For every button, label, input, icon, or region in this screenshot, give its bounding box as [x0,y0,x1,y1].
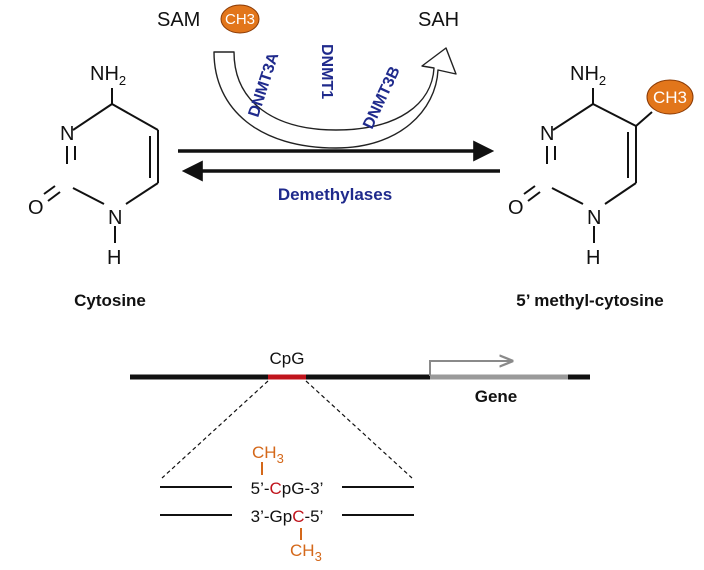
cytosine-n1: N [108,207,122,229]
cytosine-amino: NH2 [90,63,126,88]
demethylases-label: Demethylases [278,185,392,204]
bottom-methyl-label: CH3 [290,541,322,564]
cpg-dinucleotide: CH3 5’-CpG-3’ 3’-GpC-5’ CH3 [160,443,414,564]
methylcytosine-caption: 5’ methyl-cytosine [516,291,663,310]
methylcytosine-amino: NH2 [570,63,606,88]
cpg-label: CpG [270,349,305,368]
methylcytosine-oxygen: O [508,197,524,219]
sam-methyl-bubble [220,4,260,34]
top-strand-sequence: 5’-CpG-3’ [251,479,324,498]
enzyme-label-dnmt3a: DNMT3A [246,50,283,119]
sam-cofactor: SAM CH3 [157,4,260,34]
zoom-line-left [161,380,269,479]
cytosine-hydrogen: H [107,247,121,269]
gene-label: Gene [475,387,518,406]
methylcytosine-methyl-label: CH3 [653,88,687,107]
methylcytosine-structure [523,88,653,243]
cytosine-n3: N [60,123,74,145]
bottom-strand-sequence: 3’-GpC-5’ [251,507,324,526]
transcription-start-arrow [429,361,512,376]
top-methyl-label: CH3 [252,443,284,466]
sah-label: SAH [418,9,459,31]
methylcytosine-methyl-group: CH3 [646,79,694,115]
enzyme-label-dnmt1: DNMT1 [318,44,335,99]
methylcytosine-n3: N [540,123,554,145]
equilibrium-arrows [178,140,500,182]
gene-track [130,361,590,380]
cytosine-structure [43,88,159,243]
methylcytosine-hydrogen: H [586,247,600,269]
methylcytosine-n1: N [587,207,601,229]
sam-label: SAM [157,9,200,31]
methyl-transfer-arrow [213,47,457,149]
zoom-line-right [305,380,413,479]
sam-methyl-label: CH3 [225,11,255,28]
cytosine-oxygen: O [28,197,44,219]
cytosine-caption: Cytosine [74,291,146,310]
